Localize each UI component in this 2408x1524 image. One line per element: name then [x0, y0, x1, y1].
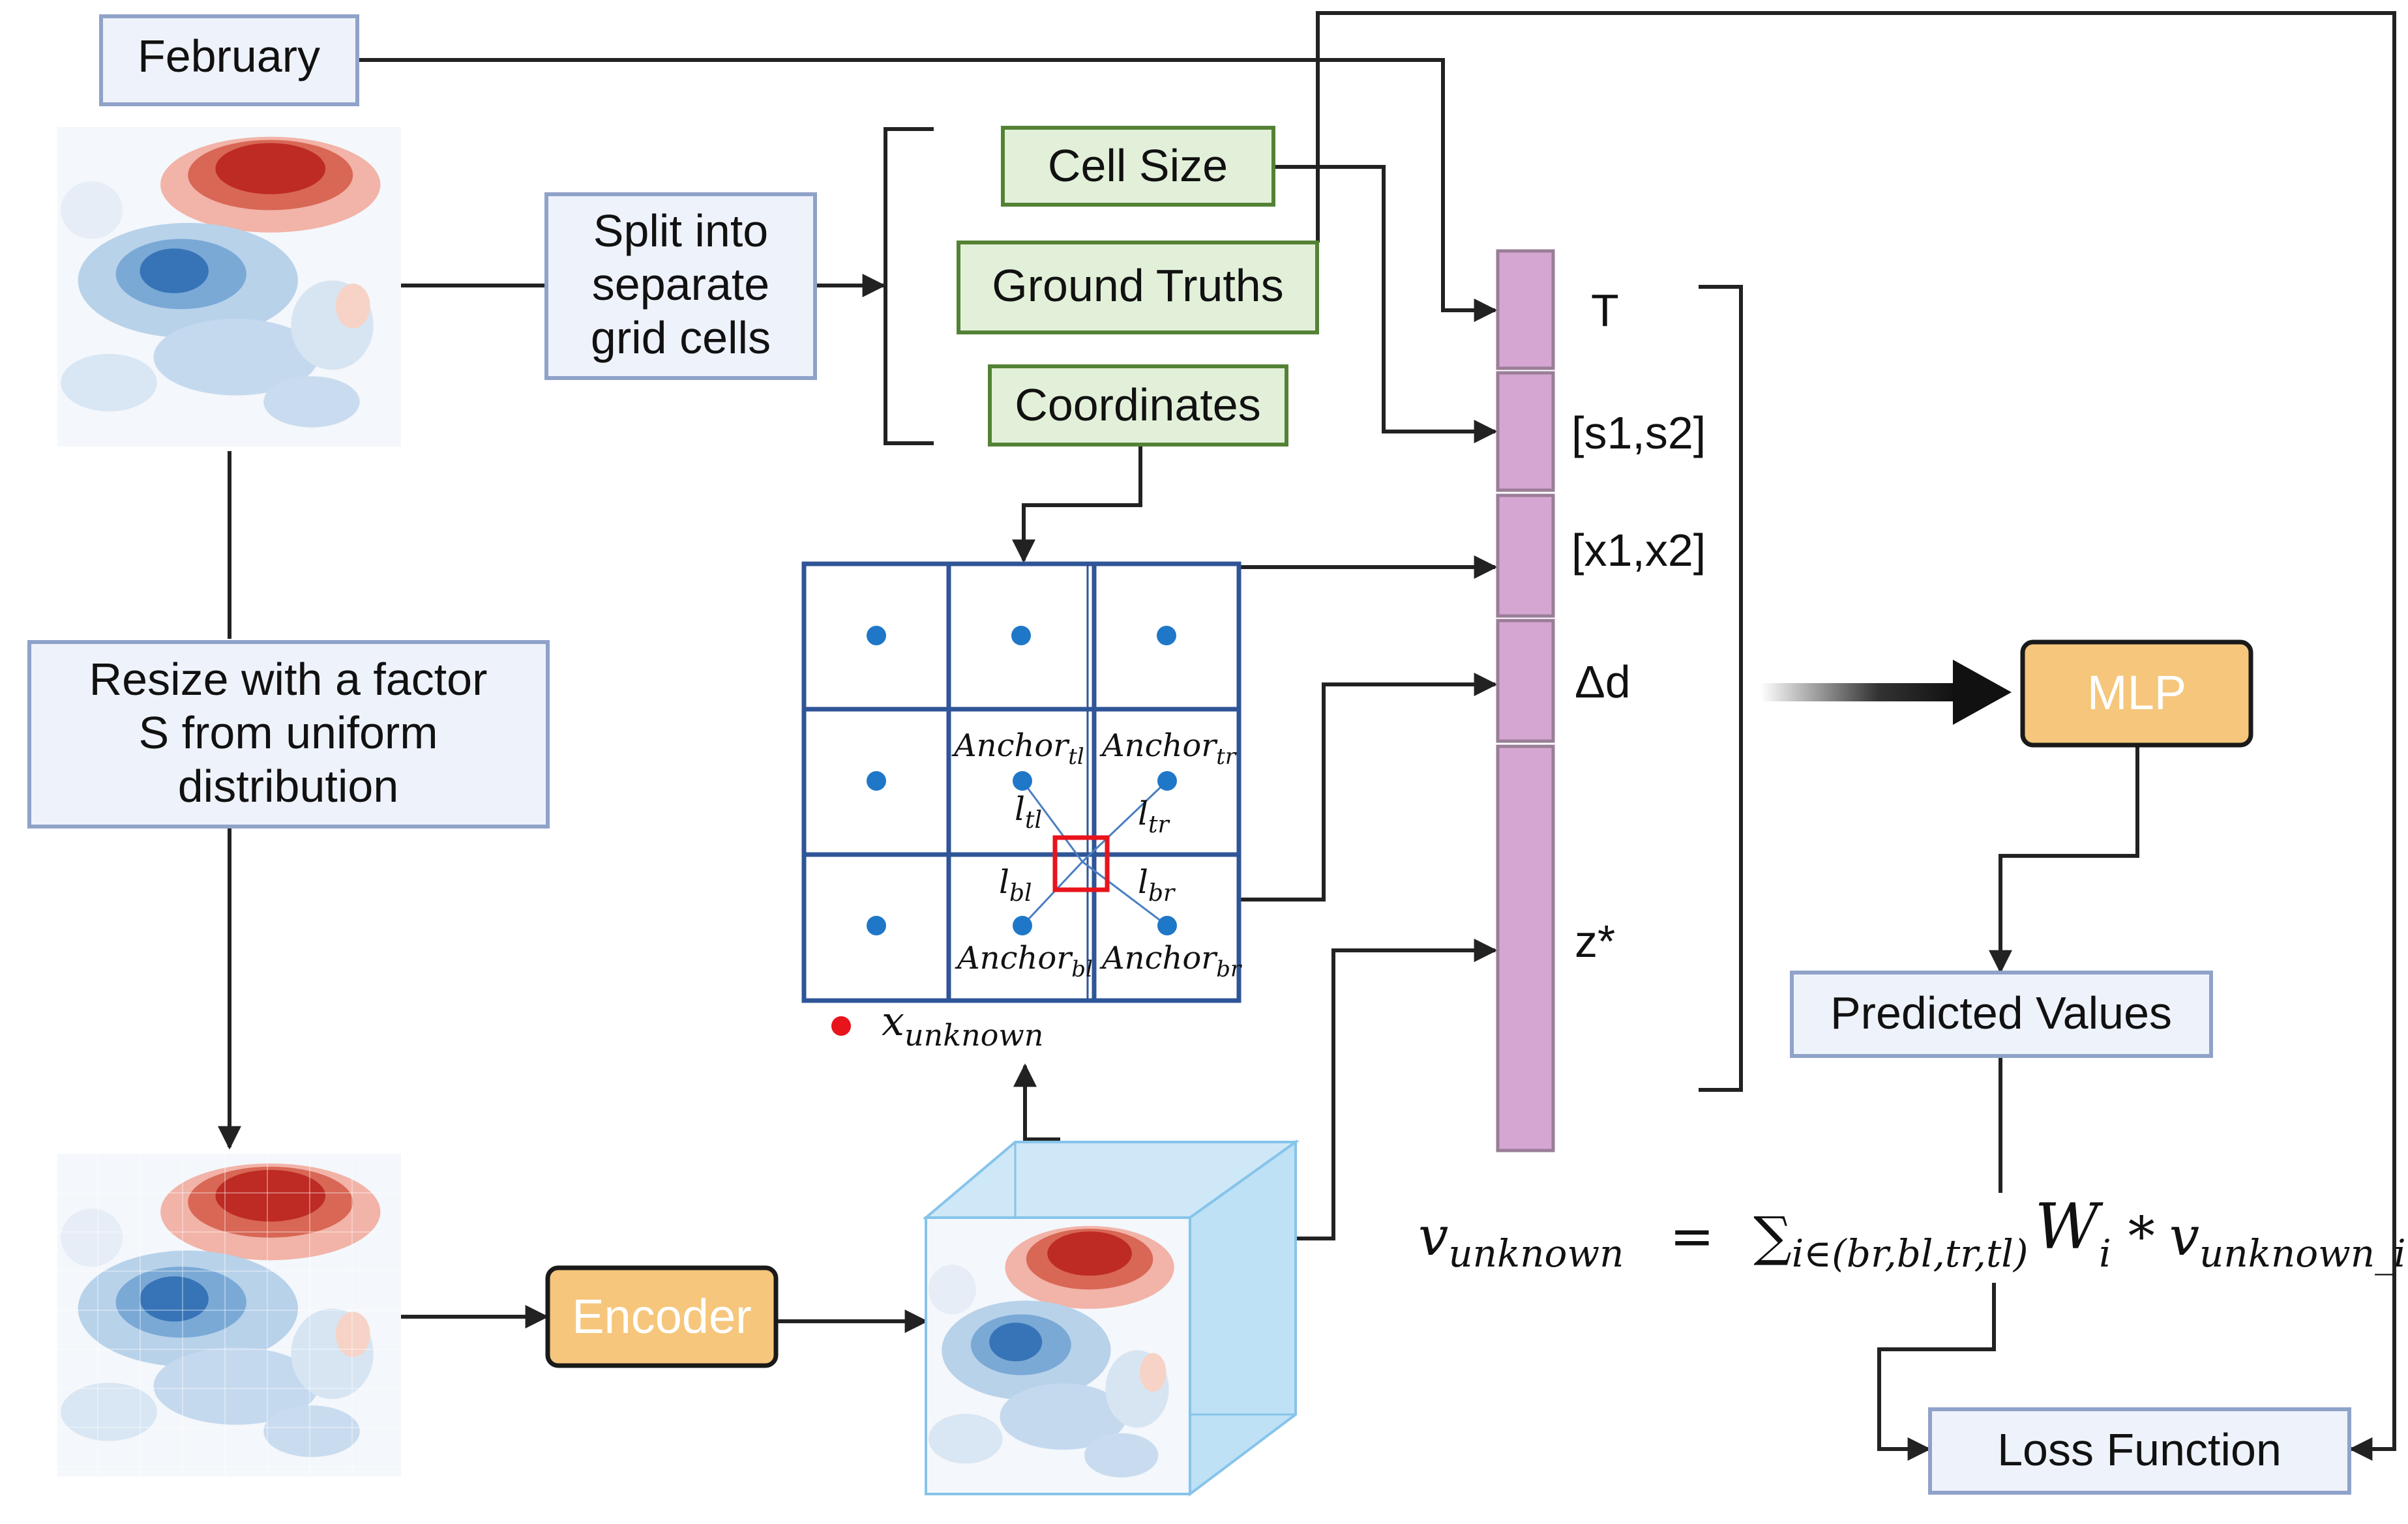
- big-arrow-head: [1953, 660, 2012, 725]
- predicted-values-label: Predicted Values: [1830, 988, 2172, 1038]
- bracket-right: [1699, 285, 1743, 1092]
- cube-front-field: [926, 1218, 1190, 1494]
- arrow-february-to-t: [357, 58, 1498, 322]
- anchor-br-dot: [1157, 916, 1177, 935]
- grid-dot: [867, 771, 886, 791]
- arrow-cellsize-to-s: [1275, 165, 1498, 443]
- vector-label-t: T: [1591, 285, 1619, 336]
- anchor-bl-label: Anchorbl: [955, 940, 1093, 982]
- mlp-box: [2020, 639, 2253, 748]
- vector-label-s: [s1,s2]: [1571, 407, 1706, 458]
- loss-function-box: [1928, 1407, 2351, 1495]
- february-field-image: [57, 127, 401, 447]
- cell-size-box: [1001, 126, 1275, 207]
- l-bl-label: lbl: [999, 863, 1032, 907]
- unknown-point-highlight: [1052, 835, 1110, 892]
- anchor-tr-dot: [1157, 771, 1177, 791]
- l-tl-label: ltl: [1015, 790, 1042, 834]
- vector-label-x: [x1,x2]: [1571, 525, 1706, 576]
- l-br-label: lbr: [1138, 863, 1176, 907]
- anchor-br-label: Anchorbr: [1099, 940, 1242, 982]
- anchor-tl-dot: [1013, 771, 1032, 791]
- big-arrow-shaft: [1761, 683, 1956, 701]
- february-label: February: [138, 31, 320, 81]
- loss-function-label: Loss Function: [1997, 1424, 2282, 1475]
- anchor-tl-label: Anchortl: [951, 727, 1084, 770]
- vector-segment-t: [1496, 249, 1555, 370]
- split-label-line2: separate: [592, 259, 769, 310]
- grid-dot: [1011, 626, 1031, 645]
- vector-segment-x: [1496, 493, 1555, 618]
- ground-truths-label: Ground Truths: [992, 260, 1283, 311]
- resize-label-line2: S from uniform: [139, 707, 438, 758]
- resize-label-line1: Resize with a factor: [89, 654, 488, 705]
- predicted-values-box: [1790, 971, 2213, 1058]
- mlp-label: MLP: [2087, 666, 2186, 720]
- x-unknown-label: xunknown: [882, 997, 1043, 1053]
- vector-label-z: z*: [1575, 916, 1615, 967]
- arrow-mlp-to-predicted: [1989, 746, 2139, 974]
- vector-segment-s: [1496, 371, 1555, 492]
- bracket-left: [884, 127, 934, 445]
- l-tr-label: ltr: [1138, 795, 1170, 838]
- anchor-grid: Anchortl Anchortr Anchorbl Anchorbr ltl …: [801, 561, 1242, 1003]
- coordinates-box: [988, 364, 1288, 447]
- resize-box: [27, 640, 550, 828]
- split-label-line1: Split into: [593, 205, 768, 256]
- february-box: [99, 14, 359, 106]
- anchor-tr-label: Anchortr: [1099, 727, 1237, 770]
- resized-pixel-grid: [57, 1154, 401, 1476]
- cell-size-label: Cell Size: [1048, 140, 1228, 191]
- encoder-label: Encoder: [572, 1289, 752, 1343]
- feature-vector: [1496, 249, 1555, 1152]
- arrow-formula-to-loss: [1877, 1283, 1996, 1461]
- grid-dot: [867, 916, 886, 935]
- arrow-groundtruths-to-loss: [1316, 11, 2396, 1461]
- interpolation-formula: vunknown=∑i∈(br,bl,tr,tl)Wi*vunknown_i: [1418, 1190, 2406, 1276]
- resize-label-line3: distribution: [178, 761, 399, 812]
- split-label-line3: grid cells: [591, 312, 771, 363]
- grid-dot: [867, 626, 886, 645]
- vector-segment-delta: [1496, 619, 1555, 743]
- latent-cube: [922, 1139, 1300, 1497]
- grid-dot: [1157, 626, 1176, 645]
- arrow-coordinates-to-grid: [1012, 445, 1142, 563]
- ground-truths-box: [957, 241, 1319, 334]
- encoder-box: [545, 1265, 779, 1368]
- anchor-bl-dot: [1013, 916, 1032, 935]
- x-unknown-marker: [831, 1016, 851, 1036]
- split-box: [544, 192, 817, 380]
- vector-segment-z: [1496, 744, 1555, 1152]
- coordinates-label: Coordinates: [1015, 379, 1260, 430]
- vector-label-delta: Δd: [1575, 656, 1631, 707]
